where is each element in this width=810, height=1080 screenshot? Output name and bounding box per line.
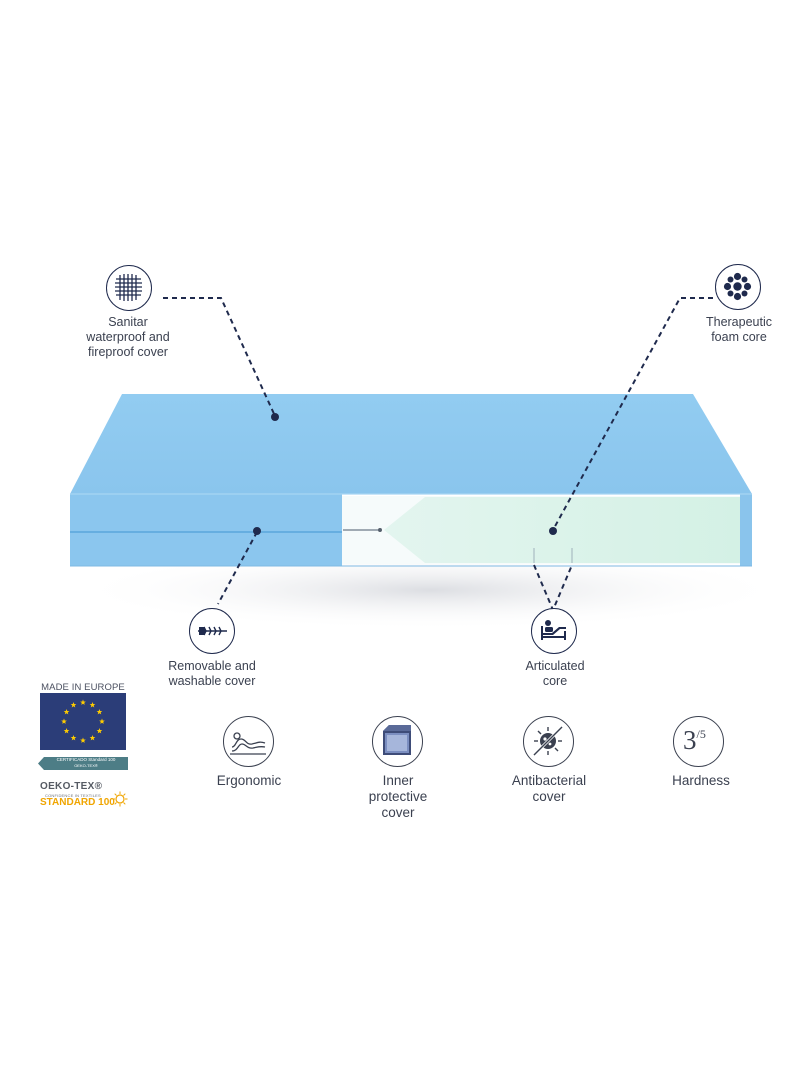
eu-star	[96, 728, 103, 734]
eu-star	[63, 709, 70, 715]
feature-line: Hardness	[672, 773, 730, 788]
feature-inner-cover-label: Inner protective cover	[338, 773, 458, 821]
feature-ergonomic-label: Ergonomic	[189, 773, 309, 789]
mesh-grid-icon	[106, 265, 152, 311]
mattress-side-right	[740, 494, 752, 566]
eu-star	[89, 702, 96, 708]
feature-antibacterial-label: Antibacterial cover	[489, 773, 609, 805]
body-contour-icon	[223, 716, 274, 767]
eu-star	[96, 709, 103, 715]
callout-line: waterproof and	[86, 330, 170, 344]
hardness-rating-icon: 3/5	[673, 716, 724, 767]
feature-line: Antibacterial	[511, 773, 587, 788]
leader-cover	[163, 297, 276, 417]
oeko-cert-strip	[38, 757, 128, 770]
callout-line: Sanitar	[108, 315, 148, 329]
feature-line: protective	[368, 789, 428, 804]
oeko-cert-line1: CERTIFICADO Standard 100	[56, 757, 116, 762]
callout-core-label: Therapeutic foam core	[690, 315, 788, 345]
foam-cells-icon	[715, 264, 761, 310]
callout-line: Articulated	[525, 659, 585, 673]
oeko-tagline: CONFIDENCE IN TEXTILES	[45, 793, 101, 798]
oeko-standard: STANDARD 100	[40, 797, 115, 808]
leader-dot-zip	[253, 527, 261, 535]
oeko-brand: OEKO-TEX®	[40, 781, 103, 792]
callout-line: Therapeutic	[705, 315, 772, 329]
eu-star	[70, 734, 77, 741]
feature-line: cover	[532, 789, 566, 804]
callout-line: fireproof cover	[88, 345, 168, 359]
eu-star	[89, 734, 96, 741]
callout-zip-label: Removable and washable cover	[156, 659, 268, 689]
feature-line: cover	[381, 805, 415, 820]
adjustable-bed-icon	[531, 608, 577, 654]
oeko-sun-icon	[112, 791, 128, 807]
eu-star	[99, 718, 105, 724]
feature-line: Inner	[382, 773, 414, 788]
leader-dot-cover	[271, 413, 279, 421]
hardness-value: 3	[683, 725, 697, 755]
layer-block-icon	[372, 716, 423, 767]
eu-star	[63, 728, 70, 734]
eu-star	[80, 737, 86, 743]
eu-star	[80, 699, 86, 705]
callout-line: foam core	[711, 330, 767, 344]
callout-line: Removable and	[168, 659, 256, 673]
leader-core	[552, 297, 713, 531]
eu-flag-icon	[40, 693, 126, 750]
callout-articulated-label: Articulated core	[510, 659, 600, 689]
made-in-europe-text: MADE IN EUROPE	[41, 682, 125, 693]
leader-dot-core	[549, 527, 557, 535]
callout-cover-label: Sanitar waterproof and fireproof cover	[66, 315, 190, 360]
zipper-icon	[189, 608, 235, 654]
feature-line: Ergonomic	[216, 773, 282, 788]
callout-line: washable cover	[168, 674, 256, 688]
hardness-scale: /5	[696, 727, 706, 741]
mattress-shadow	[70, 550, 790, 630]
callout-line: core	[542, 674, 568, 688]
feature-hardness-label: Hardness	[641, 773, 761, 789]
mattress-side	[70, 494, 342, 566]
eu-star	[61, 718, 67, 724]
mattress-top-surface	[70, 394, 752, 494]
no-bacteria-icon	[523, 716, 574, 767]
leader-zip	[217, 531, 258, 605]
eu-star	[70, 702, 77, 708]
foam-core-cutaway	[384, 497, 740, 563]
oeko-cert-line2: OEKO-TEX®	[74, 763, 98, 768]
